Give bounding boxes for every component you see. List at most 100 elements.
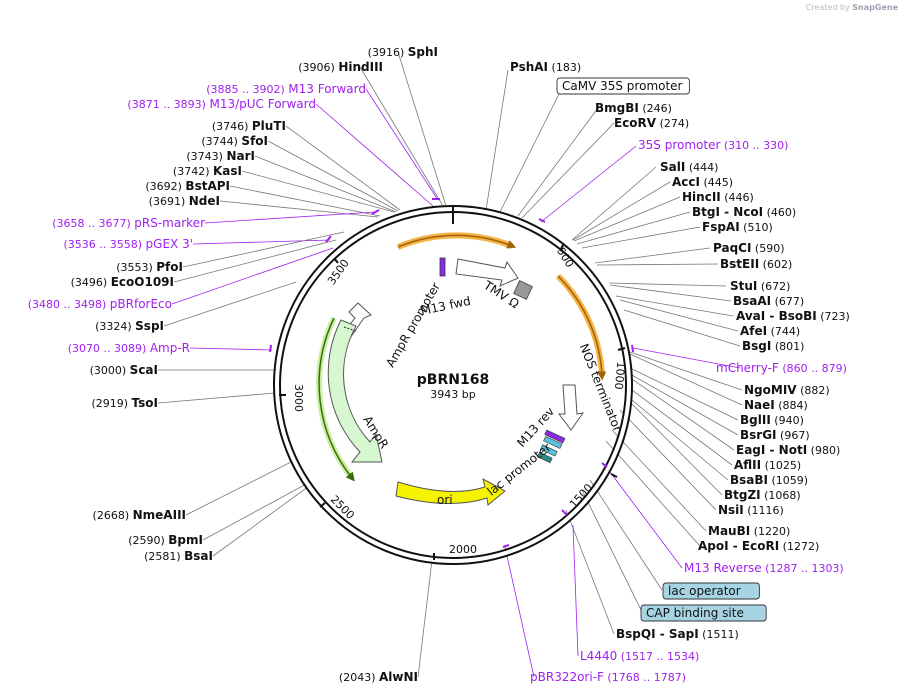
left-label-name-13: EcoO109I bbox=[111, 275, 174, 289]
left-label-22: (2043) AlwNI bbox=[339, 670, 418, 684]
right-label-pos-16: (801) bbox=[771, 340, 804, 353]
right-label-14: AvaI - BsoBI (723) bbox=[736, 309, 850, 323]
right-label-29: M13 Reverse (1287 .. 1303) bbox=[684, 561, 844, 575]
right-label-name-26: NsiI bbox=[718, 503, 744, 517]
right-label-34: pBR322ori-F (1768 .. 1787) bbox=[530, 670, 686, 684]
right-label-name-2: BmgBI bbox=[595, 101, 639, 115]
right-label-pos-27: (1220) bbox=[750, 525, 790, 538]
left-label-pos-18: (2919) bbox=[91, 397, 131, 410]
left-label-name-22: AlwNI bbox=[379, 670, 418, 684]
right-label-0: PshAI (183) bbox=[510, 60, 581, 74]
right-label-pos-28: (1272) bbox=[779, 540, 819, 553]
left-label-pos-9: (3691) bbox=[149, 195, 189, 208]
feature-lac-promoter: lac promoter bbox=[484, 440, 553, 498]
right-label-pos-9: (510) bbox=[740, 221, 773, 234]
right-label-pos-17: (860 .. 879) bbox=[779, 362, 847, 375]
right-label-pos-5: (444) bbox=[685, 161, 718, 174]
right-label-4: 35S promoter (310 .. 330) bbox=[638, 138, 788, 152]
right-label-pos-11: (602) bbox=[759, 258, 792, 271]
left-label-pos-17: (3000) bbox=[90, 364, 130, 377]
right-label-name-8: BtgI - NcoI bbox=[692, 205, 763, 219]
left-label-18: (2919) TsoI bbox=[91, 396, 158, 410]
left-label-name-4: PluTI bbox=[252, 119, 286, 133]
left-label-20: (2590) BpmI bbox=[128, 533, 203, 547]
right-label-box-1 bbox=[556, 77, 690, 95]
left-label-6: (3743) NarI bbox=[186, 149, 255, 163]
left-label-0: (3916) SphI bbox=[368, 45, 438, 59]
credit-brand: SnapGene bbox=[852, 3, 898, 12]
left-label-pos-8: (3692) bbox=[145, 180, 185, 193]
right-label-27: MauBI (1220) bbox=[708, 524, 790, 538]
right-label-pos-20: (940) bbox=[771, 414, 804, 427]
right-label-pos-6: (445) bbox=[700, 176, 733, 189]
left-label-14: (3480 .. 3498) pBRforEco bbox=[28, 297, 172, 311]
right-label-10: PaqCI (590) bbox=[713, 241, 785, 255]
plasmid-title: pBRN168 3943 bp bbox=[417, 372, 489, 401]
left-labels: (3916) SphI(3906) HindIII(3885 .. 3902) … bbox=[28, 45, 438, 684]
right-leader-lines bbox=[485, 69, 743, 678]
right-label-21: BsrGI (967) bbox=[740, 428, 810, 442]
right-label-name-24: BsaBI bbox=[730, 473, 768, 487]
left-label-name-6: NarI bbox=[226, 149, 255, 163]
right-label-12: StuI (672) bbox=[730, 279, 790, 293]
right-label-name-28: ApoI - EcoRI bbox=[698, 539, 779, 553]
left-label-2: (3885 .. 3902) M13 Forward bbox=[206, 82, 366, 96]
left-label-16: (3070 .. 3089) Amp-R bbox=[68, 341, 190, 355]
left-label-pos-0: (3916) bbox=[368, 46, 408, 59]
right-label-18: NgoMIV (882) bbox=[744, 383, 830, 397]
left-label-name-10: pRS-marker bbox=[134, 216, 205, 230]
right-label-pos-14: (723) bbox=[817, 310, 850, 323]
right-label-pos-12: (672) bbox=[757, 280, 790, 293]
left-label-name-9: NdeI bbox=[189, 194, 220, 208]
right-label-6: AccI (445) bbox=[672, 175, 733, 189]
right-label-pos-4: (310 .. 330) bbox=[720, 139, 788, 152]
left-leader-lines bbox=[157, 51, 447, 678]
right-label-pos-26: (1116) bbox=[744, 504, 784, 517]
right-label-2: BmgBI (246) bbox=[595, 101, 672, 115]
left-label-pos-20: (2590) bbox=[128, 534, 168, 547]
right-label-pos-32: (1511) bbox=[699, 628, 739, 641]
right-label-name-33: L4440 bbox=[580, 649, 617, 663]
right-label-name-17: mCherry-F bbox=[716, 361, 779, 375]
right-label-name-0: PshAI bbox=[510, 60, 548, 74]
left-label-17: (3000) ScaI bbox=[90, 363, 158, 377]
right-label-23: AflII (1025) bbox=[734, 458, 801, 472]
right-label-pos-13: (677) bbox=[771, 295, 804, 308]
left-label-7: (3742) KasI bbox=[173, 164, 242, 178]
left-label-19: (2668) NmeAIII bbox=[93, 508, 186, 522]
left-label-21: (2581) BsaI bbox=[144, 549, 213, 563]
plasmid-name: pBRN168 bbox=[417, 372, 489, 388]
left-label-name-2: M13 Forward bbox=[288, 82, 366, 96]
right-label-16: BsgI (801) bbox=[742, 339, 804, 353]
left-label-name-5: SfoI bbox=[241, 134, 268, 148]
left-label-name-18: TsoI bbox=[132, 396, 158, 410]
left-label-name-1: HindIII bbox=[338, 60, 383, 74]
right-label-name-29: M13 Reverse bbox=[684, 561, 762, 575]
left-label-12: (3553) PfoI bbox=[116, 260, 183, 274]
right-label-name-12: StuI bbox=[730, 279, 757, 293]
right-label-3: EcoRV (274) bbox=[614, 116, 689, 130]
right-label-name-22: EagI - NotI bbox=[736, 443, 807, 457]
right-label-box-31 bbox=[640, 604, 767, 622]
right-label-13: BsaAI (677) bbox=[733, 294, 804, 308]
right-label-11: BstEII (602) bbox=[720, 257, 792, 271]
left-label-pos-15: (3324) bbox=[95, 320, 135, 333]
left-label-name-8: BstAPI bbox=[185, 179, 230, 193]
left-label-name-11: pGEX 3' bbox=[146, 237, 193, 251]
right-label-pos-23: (1025) bbox=[761, 459, 801, 472]
left-label-pos-19: (2668) bbox=[93, 509, 133, 522]
right-label-name-10: PaqCI bbox=[713, 241, 751, 255]
left-label-name-20: BpmI bbox=[168, 533, 203, 547]
left-label-name-16: Amp-R bbox=[150, 341, 190, 355]
right-label-name-3: EcoRV bbox=[614, 116, 657, 130]
right-label-pos-22: (980) bbox=[807, 444, 840, 457]
left-label-name-7: KasI bbox=[213, 164, 242, 178]
right-label-pos-34: (1768 .. 1787) bbox=[604, 671, 686, 684]
left-label-name-15: SspI bbox=[135, 319, 164, 333]
right-label-33: L4440 (1517 .. 1534) bbox=[580, 649, 699, 663]
right-label-24: BsaBI (1059) bbox=[730, 473, 808, 487]
left-label-name-0: SphI bbox=[408, 45, 438, 59]
right-label-name-5: SalI bbox=[660, 160, 685, 174]
